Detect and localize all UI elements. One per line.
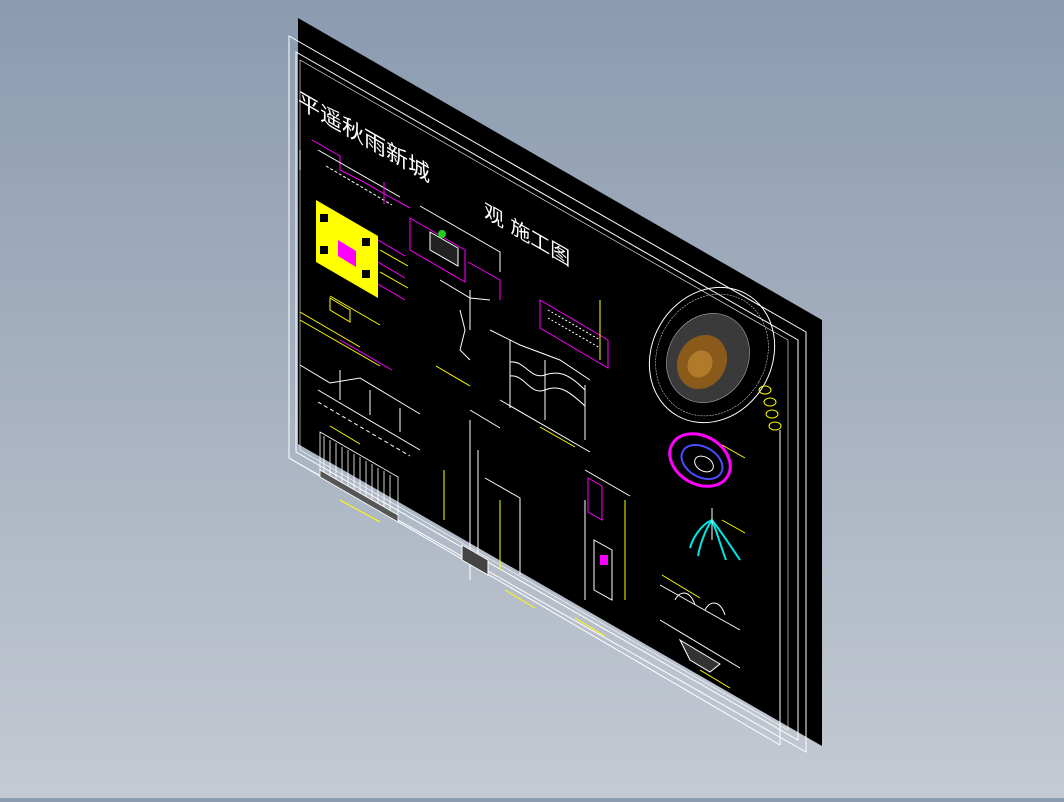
- detail-plan-yellow: [299, 200, 409, 348]
- annotation-labels: [329, 365, 746, 689]
- detail-top-strip: [299, 139, 411, 209]
- detail-fountain-spray: [689, 508, 741, 561]
- detail-fountain-elevation: [659, 574, 741, 673]
- detail-ring-plan: [668, 432, 732, 488]
- detail-lamp-column: [443, 409, 521, 580]
- detail-fountain-plan: [648, 286, 782, 431]
- drawing-sheet: [298, 18, 822, 746]
- detail-section-left: [299, 319, 421, 457]
- detail-pool-edge: [539, 299, 609, 369]
- detail-wall-section: [584, 469, 631, 601]
- detail-water-section: [489, 329, 591, 453]
- detail-railing: [319, 431, 399, 523]
- detail-center-top: [409, 205, 501, 361]
